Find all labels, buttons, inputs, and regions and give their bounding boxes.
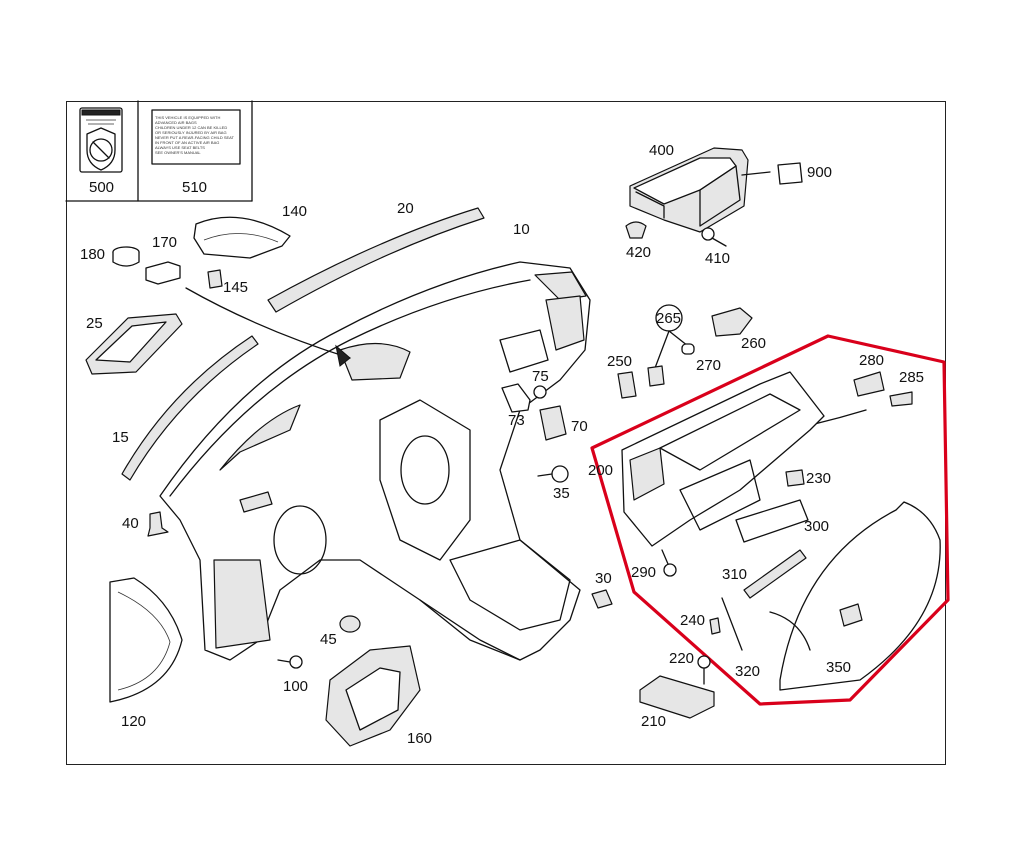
label-220: 220	[669, 650, 695, 667]
label-140: 140	[282, 203, 308, 220]
decal-510-line-1: THIS VEHICLE IS EQUIPPED WITH	[155, 115, 221, 120]
label-35: 35	[553, 485, 570, 502]
part-900-connector	[777, 162, 803, 185]
decal-510-text: THIS VEHICLE IS EQUIPPED WITH ADVANCED A…	[155, 115, 239, 155]
label-290: 290	[631, 564, 657, 581]
label-300: 300	[804, 518, 830, 535]
part-310-hinge-rail	[743, 549, 807, 599]
label-900: 900	[807, 164, 833, 181]
label-265: 265	[656, 310, 682, 327]
label-10: 10	[513, 221, 530, 238]
part-300-module	[735, 499, 809, 543]
label-285: 285	[899, 369, 925, 386]
part-30-clip	[591, 589, 613, 609]
label-210: 210	[641, 713, 667, 730]
decal-510-line-9: SEE OWNER'S MANUAL	[155, 150, 201, 155]
label-350: 350	[826, 659, 852, 676]
label-320: 320	[735, 663, 761, 680]
part-40-clip	[147, 511, 169, 537]
child-seat-warning-decal	[151, 109, 241, 165]
assembly-arrow-left	[185, 287, 351, 367]
part-280-latch	[853, 371, 885, 397]
part-45-grommet	[339, 615, 361, 633]
label-170: 170	[152, 234, 178, 251]
part-200-glovebox-housing	[621, 371, 825, 547]
part-10-dashboard-carrier	[159, 261, 591, 661]
glovebox-callout-outline	[590, 334, 950, 706]
part-100-screw	[277, 655, 303, 669]
label-250: 250	[607, 353, 633, 370]
label-310: 310	[722, 566, 748, 583]
part-170-foam	[145, 261, 181, 285]
part-240-bumper	[709, 617, 721, 635]
part-285-clip	[889, 391, 913, 407]
part-210-tray	[639, 675, 715, 719]
label-145: 145	[223, 279, 249, 296]
part-35-screw	[537, 465, 569, 483]
label-240: 240	[680, 612, 706, 629]
part-120-side-cover	[109, 577, 183, 703]
part-410-screw	[701, 227, 727, 247]
part-290-screw	[661, 549, 677, 577]
part-260-lamp	[711, 307, 753, 337]
part-180-pad	[112, 246, 140, 267]
label-100: 100	[283, 678, 309, 695]
label-70: 70	[571, 418, 588, 435]
part-220-screw	[697, 655, 711, 685]
label-45: 45	[320, 631, 337, 648]
part-145-clip	[207, 269, 223, 289]
decal-510-line-4: CHILDREN UNDER 12 CAN BE KILLED	[155, 125, 228, 130]
label-410: 410	[705, 250, 731, 267]
label-500: 500	[89, 179, 115, 196]
label-40: 40	[122, 515, 139, 532]
label-73: 73	[508, 412, 525, 429]
label-400: 400	[649, 142, 675, 159]
part-140-cover	[193, 216, 291, 259]
label-420: 420	[626, 244, 652, 261]
airbag-warning-decal	[79, 107, 123, 173]
label-510: 510	[182, 179, 208, 196]
decal-510-line-7: IN FRONT OF AN ACTIVE AIR BAG	[155, 140, 220, 145]
label-25: 25	[86, 315, 103, 332]
part-350-glovebox-lid	[769, 501, 941, 691]
label-200: 200	[588, 462, 614, 479]
label-230: 230	[806, 470, 832, 487]
part-320-damper	[721, 597, 743, 651]
part-230-clip	[785, 469, 805, 487]
part-15-side-strip	[121, 335, 259, 481]
part-420-clip	[625, 221, 647, 239]
decal-510-line-6: NEVER PUT A REAR-FACING CHILD SEAT	[155, 135, 234, 140]
label-20: 20	[397, 200, 414, 217]
decal-panel	[65, 100, 253, 202]
label-120: 120	[121, 713, 147, 730]
decal-510-line-5: OR SERIOUSLY INJURED BY AIR BAG	[155, 130, 227, 135]
label-160: 160	[407, 730, 433, 747]
part-250-socket	[617, 371, 637, 399]
label-15: 15	[112, 429, 129, 446]
label-280: 280	[859, 352, 885, 369]
part-73-bracket	[501, 383, 531, 413]
label-30: 30	[595, 570, 612, 587]
part-25-vent-bezel	[85, 313, 183, 375]
decal-510-line-2: ADVANCED AIR BAGS	[155, 120, 197, 125]
part-70-switch	[539, 405, 567, 441]
decal-510-line-8: ALWAYS USE SEAT BELTS	[155, 145, 205, 150]
label-270: 270	[696, 357, 722, 374]
part-265-bulb-group	[647, 304, 695, 387]
part-400-passenger-airbag	[629, 147, 771, 233]
part-160-knee-bolster	[325, 645, 421, 747]
part-75-clip	[533, 385, 547, 399]
label-260: 260	[741, 335, 767, 352]
label-75: 75	[532, 368, 549, 385]
part-20-defroster-strip	[267, 207, 485, 313]
label-180: 180	[80, 246, 106, 263]
